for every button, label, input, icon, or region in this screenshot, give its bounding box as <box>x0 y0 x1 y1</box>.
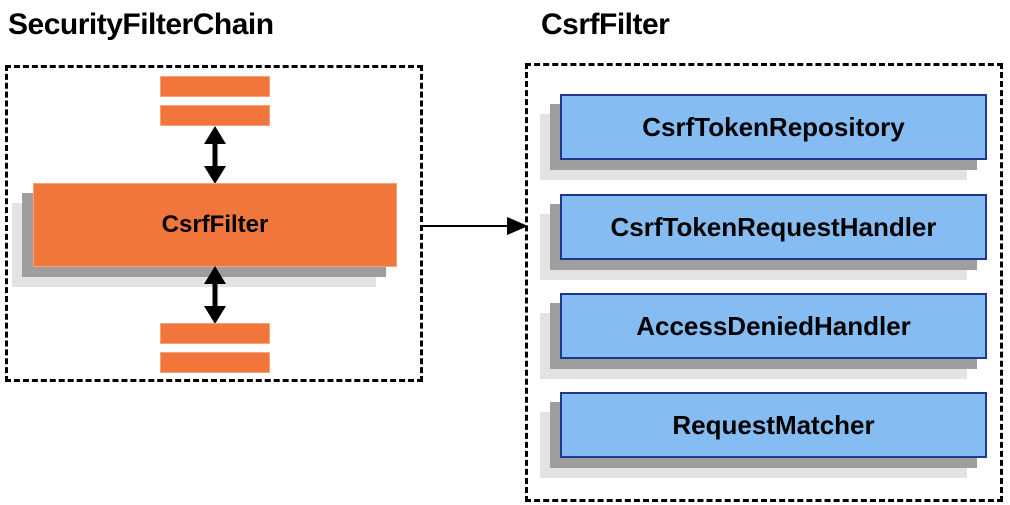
double-arrow-icon <box>204 126 226 184</box>
right-arrow-icon <box>423 217 528 235</box>
component-label: AccessDeniedHandler <box>636 310 911 341</box>
component-label: RequestMatcher <box>672 409 875 440</box>
filter-chain-bar <box>160 105 270 126</box>
filter-chain-bar <box>160 323 270 344</box>
security-filter-chain-boundary <box>5 65 423 382</box>
component-box-csrf-token-repository: CsrfTokenRepository <box>560 94 987 160</box>
csrf-filter-boundary <box>525 63 1003 502</box>
csrf-filter-box: CsrfFilter <box>33 183 397 267</box>
component-box-request-matcher: RequestMatcher <box>560 392 987 458</box>
filter-chain-bar <box>160 352 270 373</box>
component-box-access-denied-handler: AccessDeniedHandler <box>560 293 987 359</box>
component-box-csrf-token-request-handler: CsrfTokenRequestHandler <box>560 194 987 260</box>
csrf-filter-box-label: CsrfFilter <box>161 211 269 238</box>
double-arrow-icon <box>204 266 226 324</box>
security-filter-chain-title: SecurityFilterChain <box>8 8 274 41</box>
csrf-filter-title: CsrfFilter <box>541 8 670 41</box>
component-label: CsrfTokenRepository <box>642 111 905 142</box>
filter-chain-bar <box>160 76 270 97</box>
component-label: CsrfTokenRequestHandler <box>610 211 937 242</box>
